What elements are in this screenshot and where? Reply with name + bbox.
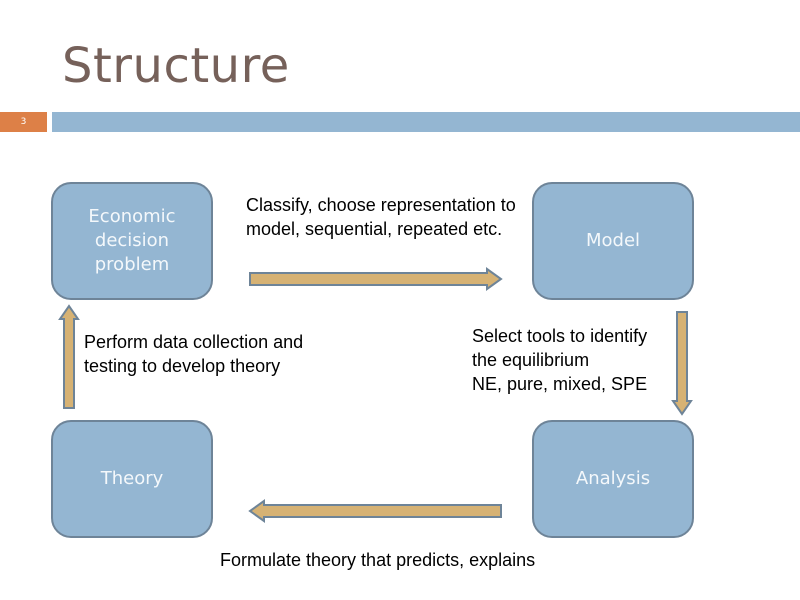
edge-label-select-tools: Select tools to identify the equilibrium… (472, 324, 682, 396)
header-bar (52, 112, 800, 132)
arrow-model-to-analysis (671, 311, 693, 416)
slide-number: 3 (0, 112, 47, 132)
arrow-analysis-to-theory (248, 499, 502, 523)
node-economic-decision-problem[interactable]: Economic decision problem (51, 182, 213, 300)
arrow-economic-to-model (249, 267, 503, 291)
edge-label-select-tools-line-1: Select tools to identify (472, 326, 648, 346)
node-economic-label: Economic decision problem (88, 206, 176, 275)
edge-label-perform-data: Perform data collection and testing to d… (84, 332, 304, 376)
arrow-theory-to-economic (58, 304, 80, 409)
node-model-label: Model (585, 230, 641, 251)
edge-label-select-tools-line-3: NE, pure, mixed, SPE (472, 374, 648, 394)
node-theory[interactable]: Theory (51, 420, 213, 538)
edge-label-select-tools-line-2: the equilibrium (472, 350, 590, 370)
edge-label-formulate-theory: Formulate theory that predicts, explains (220, 550, 536, 570)
node-analysis[interactable]: Analysis (532, 420, 694, 538)
slide-title: Structure (62, 38, 290, 94)
node-theory-label: Theory (100, 468, 164, 489)
node-analysis-label: Analysis (575, 468, 651, 489)
node-model[interactable]: Model (532, 182, 694, 300)
edge-label-classify: Classify, choose representation to model… (246, 195, 516, 239)
